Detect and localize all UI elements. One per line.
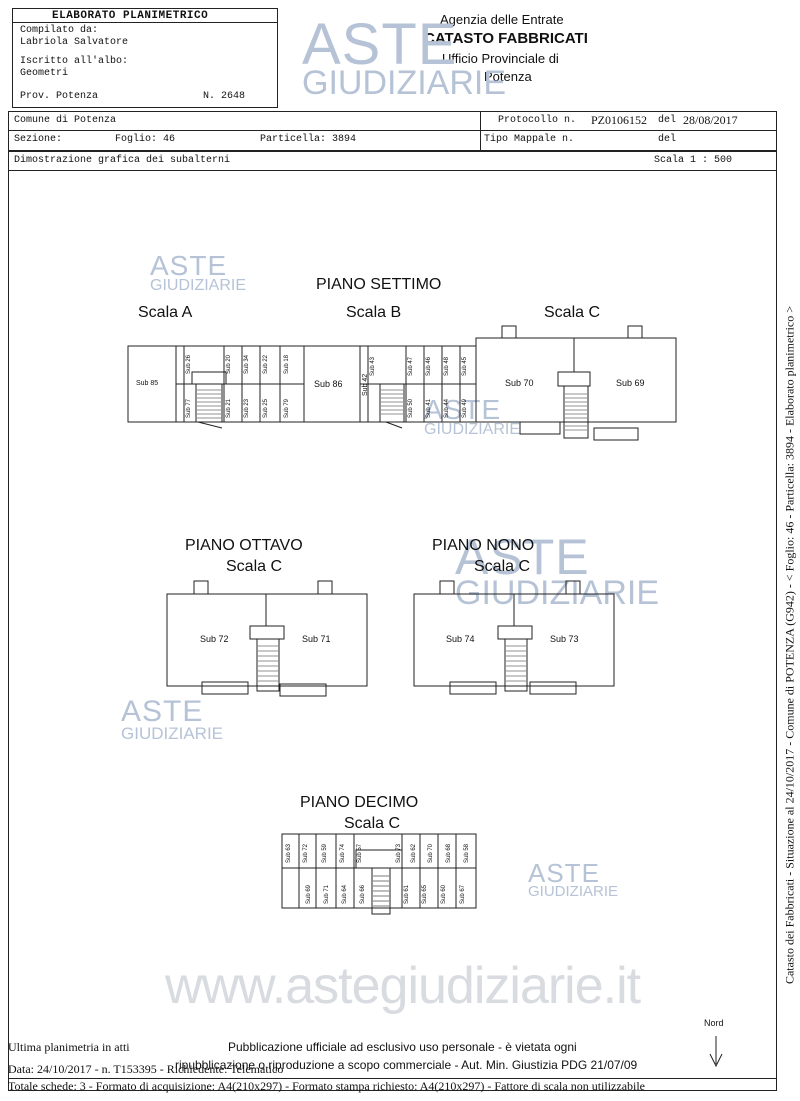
decimo-bot-4: Sub 66 xyxy=(360,884,366,904)
decimo-top-1: Sub 63 xyxy=(286,843,292,863)
decimo-scala: Scala C xyxy=(344,815,401,832)
decimo-top-10: Sub 58 xyxy=(464,843,470,863)
settimo-scala-c: Scala C xyxy=(544,304,601,321)
scale-label: Scala 1 : 500 xyxy=(654,155,733,166)
decimo-bot-1: Sub 69 xyxy=(306,884,312,904)
ottavo-sub-right: Sub 71 xyxy=(302,634,331,644)
piano-ottavo-title: PIANO OTTAVO xyxy=(185,537,303,554)
nono-sub-right: Sub 73 xyxy=(550,634,579,644)
decimo-bot-7: Sub 60 xyxy=(441,884,447,904)
piano-decimo-title: PIANO DECIMO xyxy=(300,794,419,811)
document-title: ELABORATO PLANIMETRICO xyxy=(52,10,209,22)
compiled-by-label: Compilato da: xyxy=(20,25,99,36)
registration-number: N. 2648 xyxy=(203,91,246,102)
decimo-bot-2: Sub 71 xyxy=(324,884,330,904)
comune: Comune di Potenza xyxy=(14,115,117,126)
sezione-label: Sezione: xyxy=(14,134,63,145)
watermark-site: www.astegiudiziarie.it xyxy=(165,957,641,1015)
decimo-top-2: Sub 72 xyxy=(303,843,309,863)
watermark-3: ASTE GIUDIZIARIE xyxy=(455,529,660,612)
decimo-top-5: Sub 57 xyxy=(357,843,363,863)
protocollo-value: PZ0106152 xyxy=(591,113,648,127)
compiled-by-name: Labriola Salvatore xyxy=(20,37,129,48)
decimo-bot-5: Sub 61 xyxy=(404,884,410,904)
settimo-sub86: Sub 86 xyxy=(314,379,343,389)
tipo-del: del xyxy=(658,134,677,145)
watermark-4: ASTE GIUDIZIARIE xyxy=(121,695,224,743)
pubblicazione-line-1: Pubblicazione ufficiale ad esclusivo uso… xyxy=(228,1040,577,1054)
settimo-sub85: Sub 85 xyxy=(136,380,159,387)
decimo-top-6: Sub 73 xyxy=(396,843,402,863)
dimostrazione-title: Dimostrazione grafica dei subalterni xyxy=(14,155,231,166)
header-left-box xyxy=(12,8,278,108)
piano-nono-title: PIANO NONO xyxy=(432,537,535,554)
ultima-planimetria: Ultima planimetria in atti xyxy=(8,1040,130,1054)
catasto-title: CATASTO FABBRICATI xyxy=(424,30,588,47)
office-line: Ufficio Provinciale di xyxy=(442,51,559,66)
nono-scala: Scala C xyxy=(474,558,531,575)
protocollo-date: 28/08/2017 xyxy=(683,113,738,127)
registered-label: Iscritto all'albo: xyxy=(20,56,129,67)
nono-sub-left: Sub 74 xyxy=(446,634,475,644)
data-richiesta: Data: 24/10/2017 - n. T153395 - Richiede… xyxy=(8,1062,284,1076)
decimo-top-3: Sub 59 xyxy=(322,843,328,863)
decimo-top-9: Sub 68 xyxy=(446,843,452,863)
totale-schede: Totale schede: 3 - Formato di acquisizio… xyxy=(8,1079,646,1093)
decimo-top-4: Sub 74 xyxy=(340,843,346,863)
agency-name: Agenzia delle Entrate xyxy=(440,12,564,27)
particella: Particella: 3894 xyxy=(260,134,357,145)
watermark-header: ASTE GIUDIZIARIE xyxy=(302,12,507,102)
decimo-bot-3: Sub 64 xyxy=(342,884,348,904)
watermark-2: ASTE GIUDIZIARIE xyxy=(424,394,521,438)
ottavo-scala: Scala C xyxy=(226,558,283,575)
info-box xyxy=(8,111,777,151)
piano-settimo-title: PIANO SETTIMO xyxy=(316,276,442,293)
settimo-scala-a: Scala A xyxy=(138,304,193,321)
tipo-mappale: Tipo Mappale n. xyxy=(484,134,575,145)
watermark-5: ASTE GIUDIZIARIE xyxy=(528,858,619,900)
pubblicazione-line-2: ripubblicazione o riproduzione a scopo c… xyxy=(175,1058,638,1072)
settimo-scala-b: Scala B xyxy=(346,304,402,321)
watermark-1: ASTE GIUDIZIARIE xyxy=(150,250,247,294)
foglio: Foglio: 46 xyxy=(115,134,176,145)
protocollo-del: del xyxy=(658,115,677,126)
north-label: Nord xyxy=(704,1018,724,1028)
settimo-sub70: Sub 70 xyxy=(505,378,534,388)
decimo-top-8: Sub 70 xyxy=(428,843,434,863)
ottavo-sub-left: Sub 72 xyxy=(200,634,229,644)
decimo-top-7: Sub 62 xyxy=(411,843,417,863)
decimo-bot-6: Sub 65 xyxy=(422,884,428,904)
decimo-bot-8: Sub 67 xyxy=(460,884,466,904)
settimo-sub69: Sub 69 xyxy=(616,378,645,388)
office-city: Potenza xyxy=(484,69,532,84)
vertical-caption: Catasto dei Fabbricati - Situazione al 2… xyxy=(782,305,797,985)
registered-value: Geometri xyxy=(20,68,69,79)
protocollo-label: Protocollo n. xyxy=(498,115,577,126)
province: Prov. Potenza xyxy=(20,91,99,102)
main-frame xyxy=(8,151,777,1091)
